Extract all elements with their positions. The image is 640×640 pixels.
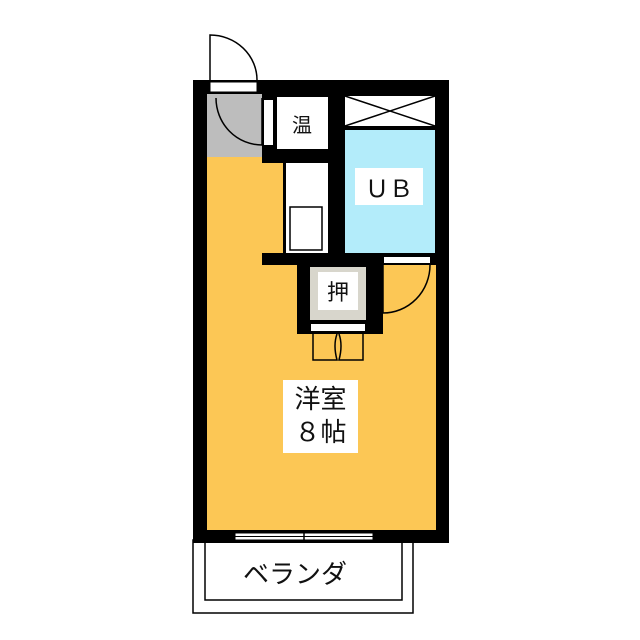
main-room-size: ８帖 [294,417,347,448]
closet-double-door[interactable] [312,333,364,361]
water-heater-label: 温 [284,108,320,138]
sink [289,206,323,251]
entry [207,94,262,157]
balcony-window[interactable] [234,530,374,543]
entrance-door[interactable] [209,34,258,93]
closet-label: 押 [318,272,358,310]
bath-door[interactable] [382,264,431,314]
entry-inner-door[interactable] [215,97,263,146]
main-room-label: 洋室 ８帖 [283,380,358,453]
unit-bath-label: ＵＢ [355,168,423,205]
main-room-name: 洋室 [294,384,347,415]
balcony [192,539,414,614]
balcony-label: ベランダ [242,559,347,590]
ventilation-space [344,95,436,127]
